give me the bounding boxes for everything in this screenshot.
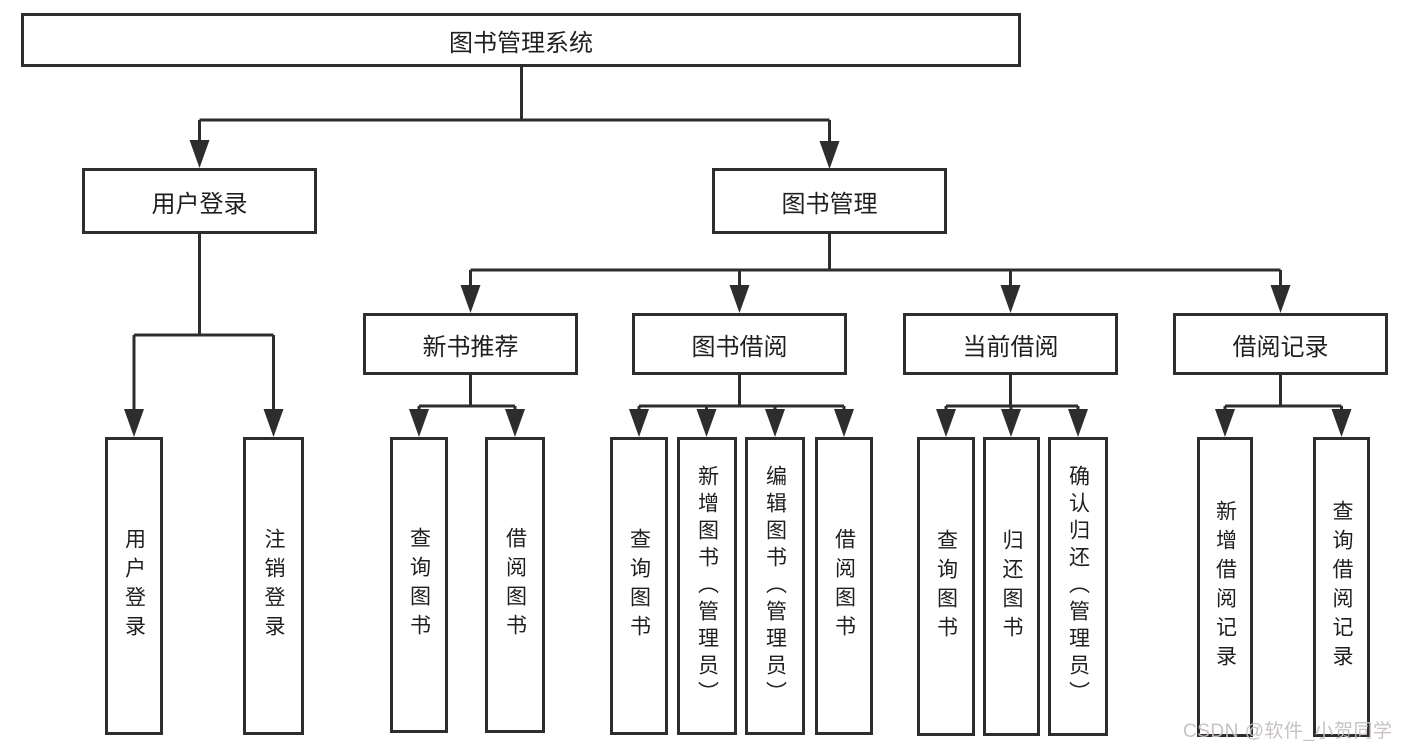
- node-add-books-admin: 新增图书（管理员）: [677, 437, 737, 735]
- node-confirm-return-admin: 确认归还（管理员）: [1048, 437, 1108, 736]
- node-current-borrow: 当前借阅: [903, 313, 1118, 375]
- node-user-login-action: 用户登录: [105, 437, 163, 735]
- node-book-management: 图书管理: [712, 168, 947, 234]
- node-root-system: 图书管理系统: [21, 13, 1021, 67]
- node-new-book-recommend: 新书推荐: [363, 313, 578, 375]
- node-add-borrow-record: 新增借阅记录: [1197, 437, 1253, 737]
- node-query-borrow-record: 查询借阅记录: [1313, 437, 1370, 737]
- node-borrow-records: 借阅记录: [1173, 313, 1388, 375]
- node-query-books-borrow: 查询图书: [610, 437, 668, 735]
- node-query-books-recommend: 查询图书: [390, 437, 448, 733]
- node-logout-action: 注销登录: [243, 437, 304, 735]
- csdn-watermark: CSDN @软件_小贺同学: [1183, 721, 1393, 742]
- node-return-books: 归还图书: [983, 437, 1040, 736]
- node-query-books-current: 查询图书: [917, 437, 975, 736]
- arrowheads: [124, 140, 1352, 437]
- node-borrow-books: 借阅图书: [815, 437, 873, 735]
- node-borrow-books-recommend: 借阅图书: [485, 437, 545, 733]
- node-user-login: 用户登录: [82, 168, 317, 234]
- node-book-borrow: 图书借阅: [632, 313, 847, 375]
- node-edit-books-admin: 编辑图书（管理员）: [745, 437, 805, 735]
